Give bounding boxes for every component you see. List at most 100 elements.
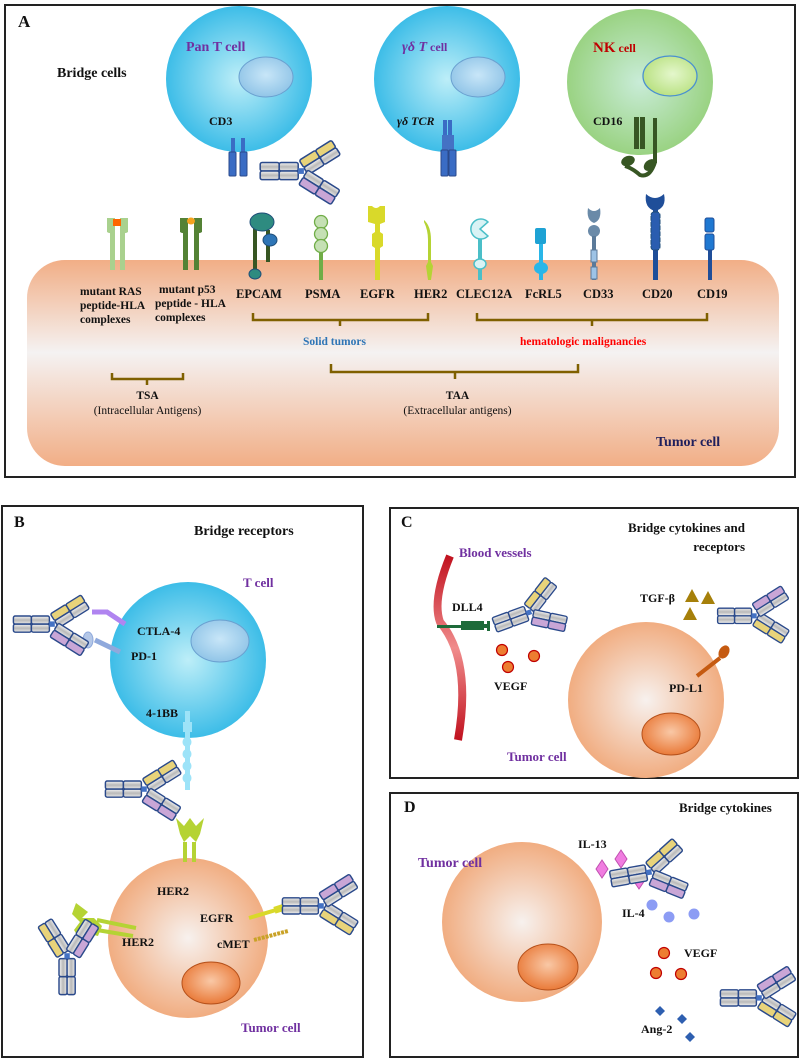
clec12a-icon [470, 218, 490, 280]
antigen-label-her2: HER2 [414, 287, 448, 301]
mutant-p53-line3: complexes [155, 312, 206, 324]
epcam-icon [248, 212, 278, 280]
ctla4-label: CTLA-4 [137, 624, 181, 638]
gd-tcr-label: γδ TCR [397, 114, 435, 128]
panel-c-graphics [389, 507, 799, 779]
antigen-label-epcam: EPCAM [236, 287, 282, 301]
panel-a-heading: Bridge cells [57, 66, 127, 81]
antigen-label-cd20: CD20 [642, 287, 673, 301]
il13-label: IL-13 [578, 837, 607, 851]
cd33-icon [587, 208, 601, 280]
ang2-label: Ang-2 [641, 1022, 673, 1036]
panel-c-heading: Bridge cytokines and receptors [628, 518, 745, 556]
panel-d-graphics [389, 792, 799, 1058]
panel-c-heading-line2: receptors [693, 539, 746, 554]
gd-t-cell-nucleus [450, 56, 506, 98]
cd16-label: CD16 [593, 114, 623, 128]
gd-t-cell-label: γδ T cell [402, 40, 447, 56]
taa-label: TAA (Extracellular antigens) [385, 389, 530, 419]
tgf-beta-label: TGF-β [640, 591, 675, 605]
pdl1-label: PD-L1 [669, 681, 703, 695]
mutant-p53-line1: mutant p53 [159, 284, 216, 296]
her2-icon [424, 220, 433, 280]
panel-d-letter: D [404, 799, 416, 816]
antigen-label-mutant-ras: mutant RAS peptide-HLA complexes [80, 285, 145, 327]
tgf-beta-molecules [683, 589, 715, 620]
egfr-icon [368, 206, 385, 280]
tumor-cell-c [568, 622, 724, 778]
cmet-label: cMET [217, 937, 250, 951]
pan-t-cell-label: Pan T cell [186, 40, 246, 55]
vegf-molecules-c [495, 643, 541, 674]
dll4-receptor [437, 621, 490, 631]
antigen-label-cd19: CD19 [697, 287, 728, 301]
antigen-label-psma: PSMA [305, 287, 341, 301]
psma-icon [313, 214, 329, 280]
gd-t-cell-label-suffix: cell [427, 40, 448, 54]
panel-a-graphics [4, 4, 796, 478]
tumor-cell-label-a: Tumor cell [656, 435, 721, 450]
brackets-a [110, 313, 709, 385]
panel-a-letter: A [18, 12, 31, 31]
tsa-label-line2: (Intracellular Antigens) [93, 405, 202, 417]
t-cell-b-nucleus [190, 619, 250, 663]
tumor-cell-c-nucleus [641, 712, 701, 756]
4-1bb-label: 4-1BB [146, 706, 179, 720]
antigen-label-fcrl5: FcRL5 [525, 287, 562, 301]
taa-label-line2: (Extracellular antigens) [403, 405, 512, 417]
4-1bb-receptor [182, 711, 192, 790]
ctla4-receptor [92, 609, 127, 627]
antigen-label-egfr: EGFR [360, 287, 395, 301]
gd-t-cell-label-prefix: γδ T [402, 40, 428, 55]
cd3-label: CD3 [209, 114, 233, 128]
her2-top-receptor [176, 818, 204, 862]
tumor-cell-membrane [27, 260, 779, 466]
nk-cell-nucleus [642, 55, 698, 97]
gd-t-cell [374, 6, 520, 152]
cmet-receptor [253, 929, 289, 942]
her2-top-label: HER2 [157, 884, 190, 898]
hematologic-malignancies-label: hematologic malignancies [520, 336, 647, 348]
panel-b-letter: B [14, 514, 25, 531]
panel-b-graphics [1, 505, 364, 1058]
panel-c-heading-line1: Bridge cytokines and [628, 520, 746, 535]
tsa-label-line1: TSA [136, 390, 159, 402]
dll4-label: DLL4 [452, 600, 483, 614]
mutant-ras-line1: mutant RAS [80, 286, 142, 298]
egfr-label-b: EGFR [200, 911, 234, 925]
mutant-p53-line2: peptide - HLA [155, 298, 226, 310]
t-cell-label-b: T cell [243, 575, 274, 590]
pd1-label: PD-1 [131, 649, 157, 663]
taa-label-line1: TAA [445, 390, 470, 402]
tumor-cell-label-b: Tumor cell [241, 1020, 301, 1035]
antigen-label-mutant-p53: mutant p53 peptide - HLA complexes [155, 283, 226, 325]
fcrl5-icon [534, 228, 548, 280]
vegf-label-c: VEGF [494, 679, 528, 693]
gd-tcr-receptor [440, 120, 457, 177]
mutant-ras-line2: peptide-HLA [80, 300, 146, 312]
vegf-molecules-d [649, 946, 688, 981]
panel-c-letter: C [401, 514, 413, 531]
vegf-label-d: VEGF [684, 946, 718, 960]
blood-vessels-label: Blood vessels [459, 545, 532, 560]
mutant-ras-line3: complexes [80, 314, 131, 326]
pdl1-receptor [695, 645, 730, 678]
antigen-label-clec12a: CLEC12A [456, 287, 513, 301]
nk-cell-label-prefix: NK [593, 40, 616, 56]
pan-t-cell-nucleus [238, 56, 294, 98]
tumor-cell-label-c: Tumor cell [507, 749, 567, 764]
tumor-cell-b-nucleus [181, 961, 241, 1005]
nk-cell-label: NK cell [593, 40, 636, 57]
nk-cell [567, 9, 713, 155]
her2-left-label: HER2 [122, 935, 155, 949]
panel-d-heading: Bridge cytokines [679, 800, 772, 815]
antigen-label-cd33: CD33 [583, 287, 614, 301]
il4-molecules [646, 899, 700, 923]
cd16-receptor [621, 117, 657, 178]
mutant-ras-hla-icon [107, 218, 128, 270]
il4-label: IL-4 [622, 906, 645, 920]
cd3-receptor [228, 138, 248, 177]
tumor-cell-label-d: Tumor cell [418, 856, 483, 871]
cd19-icon [704, 217, 715, 280]
